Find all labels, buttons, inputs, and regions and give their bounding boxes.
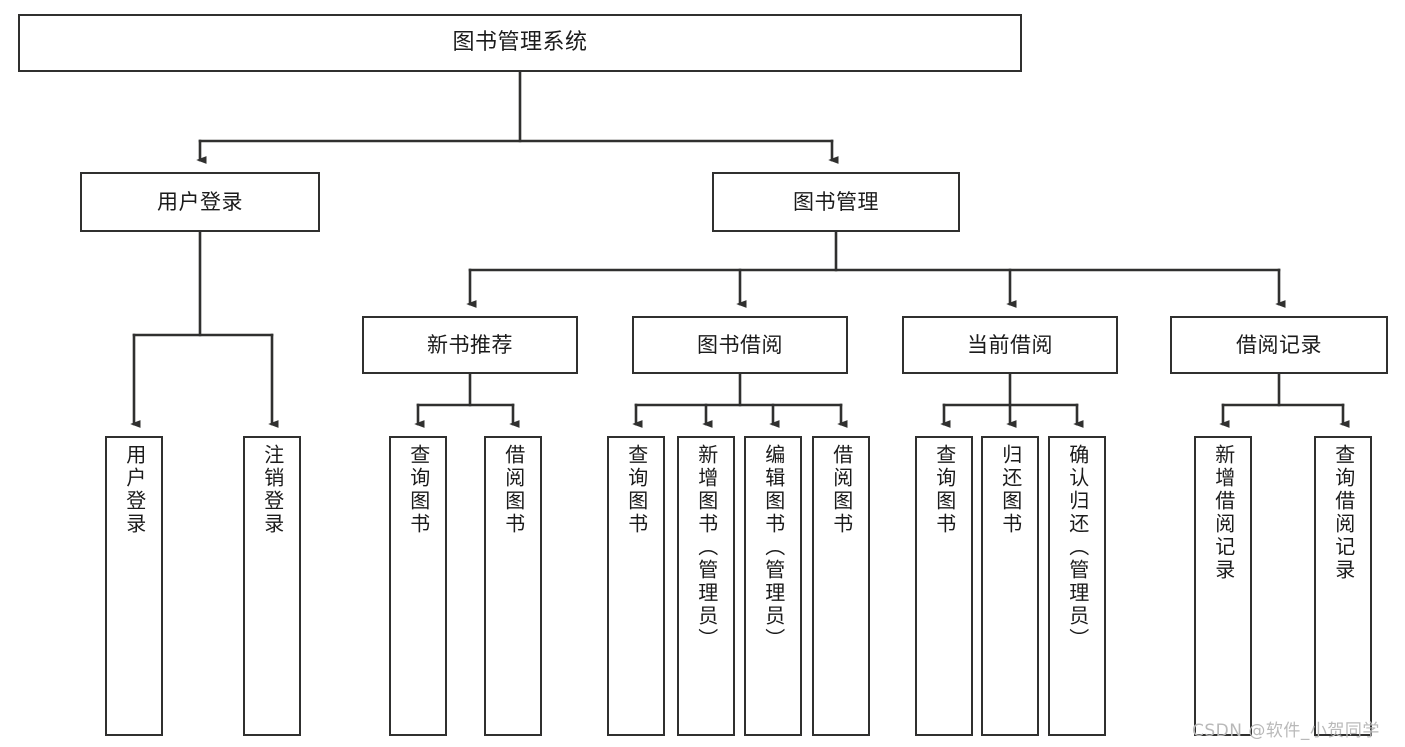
leaf-node-label: 查询图书	[406, 444, 431, 536]
node-borrow-records[interactable]: 借阅记录	[1170, 316, 1388, 374]
node-book-management-label: 图书管理	[793, 189, 879, 214]
leaf-node-label: 新增借阅记录	[1211, 444, 1236, 582]
leaf-node-label: 新增图书（管理员）	[694, 444, 719, 651]
leaf-node-label: 查询借阅记录	[1331, 444, 1356, 582]
leaf-node[interactable]: 编辑图书（管理员）	[744, 436, 802, 736]
leaf-node-label: 查询图书	[624, 444, 649, 536]
leaf-node[interactable]: 查询图书	[607, 436, 665, 736]
leaf-node-label: 借阅图书	[829, 444, 854, 536]
csdn-watermark: CSDN @软件_小贺同学	[1192, 721, 1380, 741]
leaf-node[interactable]: 查询借阅记录	[1314, 436, 1372, 736]
leaf-node[interactable]: 新增借阅记录	[1194, 436, 1252, 736]
leaf-node[interactable]: 新增图书（管理员）	[677, 436, 735, 736]
leaf-node[interactable]: 借阅图书	[484, 436, 542, 736]
leaf-node-label: 归还图书	[998, 444, 1023, 536]
leaf-node-label: 查询图书	[932, 444, 957, 536]
leaf-node-label: 用户登录	[122, 444, 147, 536]
leaf-node[interactable]: 注销登录	[243, 436, 301, 736]
leaf-node-label: 编辑图书（管理员）	[761, 444, 786, 651]
node-root[interactable]: 图书管理系统	[18, 14, 1022, 72]
leaf-node-label: 借阅图书	[501, 444, 526, 536]
leaf-node[interactable]: 查询图书	[389, 436, 447, 736]
leaf-node[interactable]: 借阅图书	[812, 436, 870, 736]
leaf-node-label: 注销登录	[260, 444, 285, 536]
leaf-node-label: 确认归还（管理员）	[1065, 444, 1090, 651]
node-user-login-label: 用户登录	[157, 189, 243, 214]
node-book-borrow[interactable]: 图书借阅	[632, 316, 848, 374]
leaf-node[interactable]: 用户登录	[105, 436, 163, 736]
node-current-borrow-label: 当前借阅	[967, 332, 1053, 357]
leaf-node[interactable]: 归还图书	[981, 436, 1039, 736]
node-book-borrow-label: 图书借阅	[697, 332, 783, 357]
node-book-management[interactable]: 图书管理	[712, 172, 960, 232]
node-borrow-records-label: 借阅记录	[1236, 332, 1322, 357]
node-new-book-recommend[interactable]: 新书推荐	[362, 316, 578, 374]
node-new-book-recommend-label: 新书推荐	[427, 332, 513, 357]
node-root-label: 图书管理系统	[452, 30, 588, 56]
leaf-node[interactable]: 查询图书	[915, 436, 973, 736]
node-user-login[interactable]: 用户登录	[80, 172, 320, 232]
node-current-borrow[interactable]: 当前借阅	[902, 316, 1118, 374]
leaf-node[interactable]: 确认归还（管理员）	[1048, 436, 1106, 736]
